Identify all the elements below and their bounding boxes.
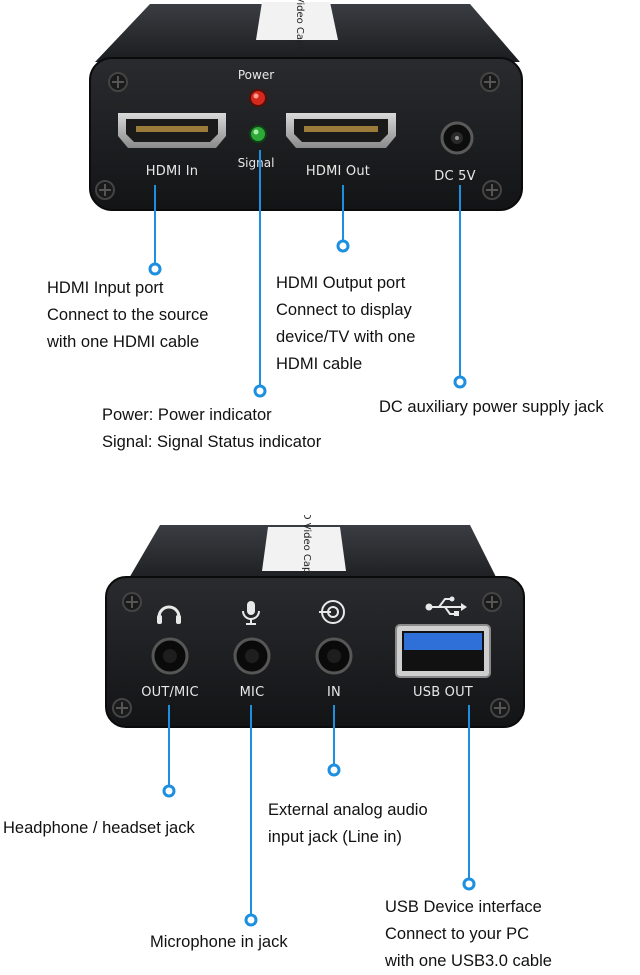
- bottom-device: HD Video Capture: [105, 515, 525, 728]
- callout-marker: [327, 763, 341, 777]
- callout-line-1: USB Device interface: [385, 898, 542, 916]
- callout-line-1: Power: Power indicator: [102, 406, 272, 424]
- callout-marker: [336, 239, 350, 253]
- callout-line-4: HDMI cable: [276, 355, 363, 373]
- callout-line-1: DC auxiliary power supply jack: [379, 398, 604, 416]
- screw-icon: [480, 72, 500, 92]
- out-mic-jack: [151, 637, 189, 675]
- indicator-callout: Power: Power indicator Signal: Signal St…: [102, 402, 321, 456]
- microphone-icon: [242, 601, 260, 625]
- device-front-face: [105, 576, 525, 728]
- usb-callout: USB Device interface Connect to your PC …: [385, 894, 552, 975]
- usb-port: [395, 624, 491, 678]
- out-mic-label: OUT/MIC: [141, 685, 199, 700]
- in-label: IN: [327, 685, 341, 700]
- screw-icon: [95, 180, 115, 200]
- hdmi-output-callout: HDMI Output port Connect to display devi…: [276, 270, 415, 378]
- screw-icon: [482, 592, 502, 612]
- callout-line-2: input jack (Line in): [268, 828, 402, 846]
- usb-out-label: USB OUT: [413, 685, 473, 700]
- dc-callout: DC auxiliary power supply jack: [379, 394, 604, 421]
- bottom-callouts-lines: [162, 705, 476, 927]
- svg-text:HD Video Capture: HD Video Capture: [301, 515, 312, 594]
- top-callouts-lines: [148, 150, 467, 398]
- callout-line-2: Connect to display: [276, 301, 412, 319]
- top-device: HD Video Capture HDMI In Power Signal HD…: [89, 0, 523, 211]
- callout-line-2: Connect to your PC: [385, 925, 529, 943]
- callout-line-1: External analog audio: [268, 801, 428, 819]
- callout-line-2: Connect to the source: [47, 306, 209, 324]
- device-sticker: HD Video Capture: [256, 0, 338, 67]
- callout-line-2: Signal: Signal Status indicator: [102, 433, 322, 451]
- headphone-icon: [157, 605, 181, 624]
- callout-marker: [462, 877, 476, 891]
- hdmi-in-port: [118, 113, 226, 148]
- line-in-jack: [315, 637, 353, 675]
- svg-text:HD Video Capture: HD Video Capture: [294, 0, 305, 67]
- hdmi-out-port: [286, 113, 396, 148]
- callout-marker: [244, 913, 258, 927]
- mic-jack: [233, 637, 271, 675]
- dc-label: DC 5V: [434, 169, 475, 184]
- callout-line-3: device/TV with one: [276, 328, 416, 346]
- hdmi-out-label: HDMI Out: [306, 164, 370, 179]
- callout-line-1: HDMI Output port: [276, 274, 406, 292]
- callout-line-1: HDMI Input port: [47, 279, 164, 297]
- screw-icon: [482, 180, 502, 200]
- line-in-callout: External analog audio input jack (Line i…: [268, 797, 428, 851]
- callout-marker: [162, 784, 176, 798]
- hdmi-in-label: HDMI In: [146, 164, 198, 179]
- callout-line-3: with one USB3.0 cable: [385, 952, 552, 970]
- power-led-label: Power: [238, 68, 274, 82]
- callout-marker: [253, 384, 267, 398]
- screw-icon: [490, 698, 510, 718]
- signal-led-label: Signal: [238, 156, 275, 170]
- signal-led-icon: [249, 125, 267, 143]
- callout-marker: [148, 262, 162, 276]
- line-in-icon: [319, 600, 345, 624]
- callout-line-1: Microphone in jack: [150, 933, 288, 951]
- hdmi-input-callout: HDMI Input port Connect to the source wi…: [47, 275, 208, 356]
- power-led-icon: [249, 89, 267, 107]
- screw-icon: [112, 698, 132, 718]
- screw-icon: [108, 72, 128, 92]
- screw-icon: [122, 592, 142, 612]
- microphone-callout: Microphone in jack: [150, 929, 288, 956]
- mic-label: MIC: [240, 685, 265, 700]
- callout-line-3: with one HDMI cable: [47, 333, 200, 351]
- dc-jack: [440, 121, 474, 155]
- callout-marker: [453, 375, 467, 389]
- headphone-callout: Headphone / headset jack: [3, 815, 195, 842]
- callout-line-1: Headphone / headset jack: [3, 819, 195, 837]
- device-sticker: HD Video Capture: [262, 515, 346, 594]
- usb-icon: [425, 596, 467, 616]
